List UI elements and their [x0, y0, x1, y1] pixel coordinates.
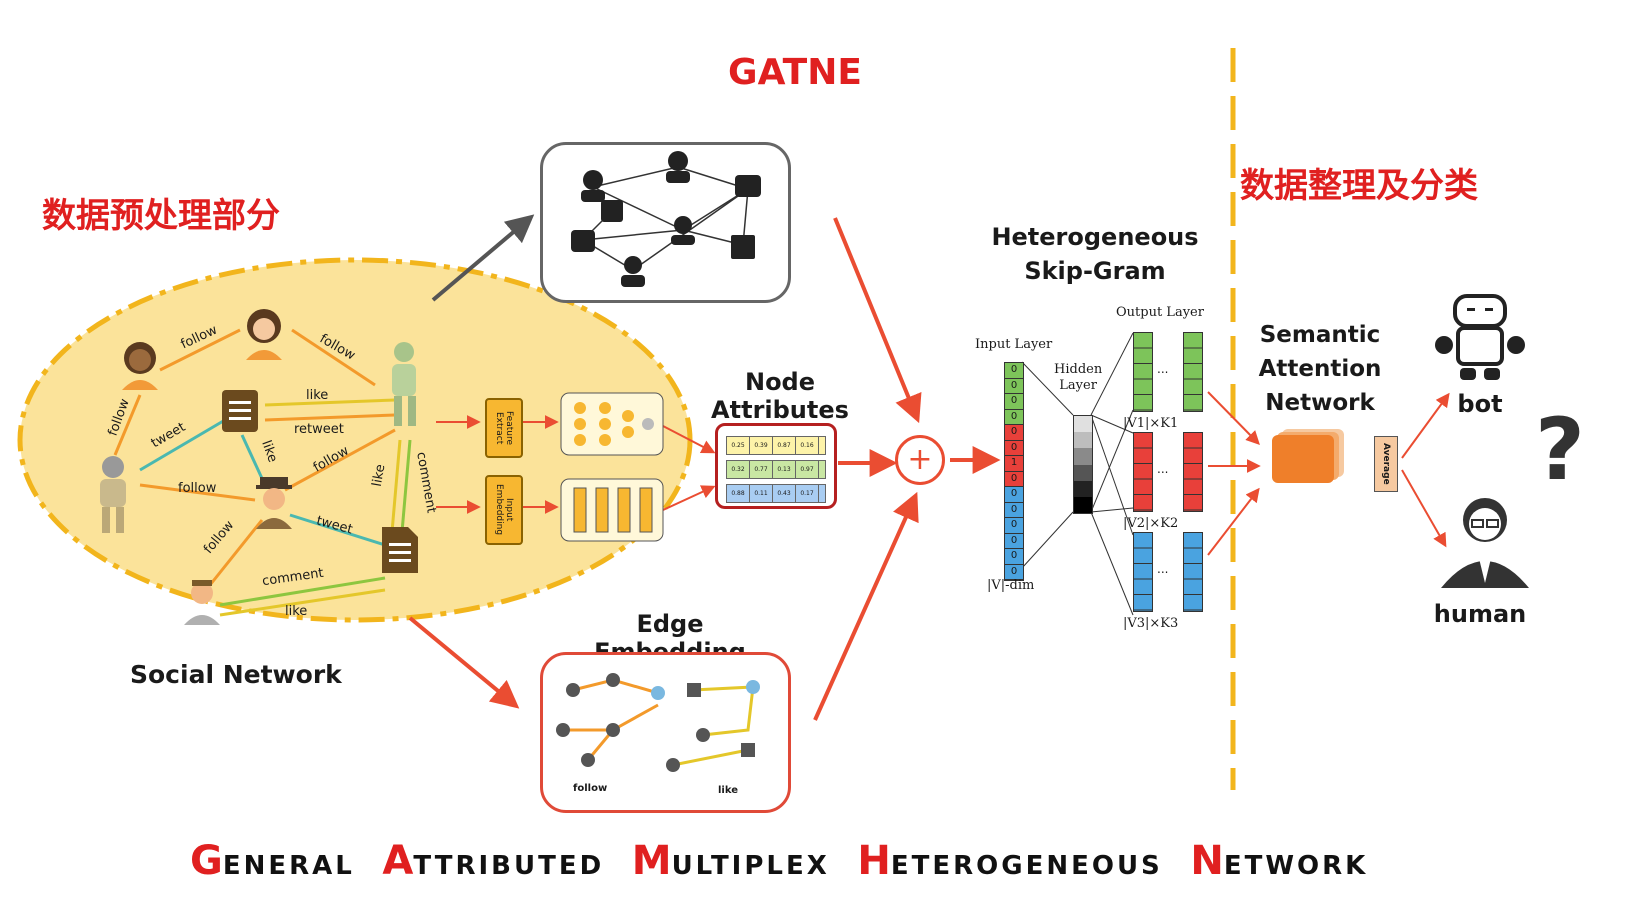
input-vector-cell: 0 — [1005, 409, 1023, 425]
legend-like: like — [718, 785, 739, 796]
human-icon — [1441, 498, 1529, 588]
output-vector — [1183, 332, 1203, 412]
skipgram-title: Heterogeneous Skip-Gram — [991, 223, 1199, 285]
input-vector-cell: 0 — [1005, 549, 1023, 565]
output-vector — [1133, 332, 1153, 412]
user-woman-icon — [246, 309, 282, 360]
document-icon — [222, 390, 258, 432]
user-man-icon — [184, 580, 220, 625]
input-vector-cell: 0 — [1005, 363, 1023, 379]
output-layer-label: Output Layer — [1116, 305, 1204, 320]
input-vector-cell: 0 — [1005, 440, 1023, 456]
document-icon-2 — [382, 527, 418, 573]
input-vector-cell: 0 — [1005, 487, 1023, 503]
input-vector-cell: 0 — [1005, 394, 1023, 410]
attention-stack — [1272, 429, 1344, 490]
user-female-icon — [122, 342, 158, 390]
output-vector — [1183, 532, 1203, 612]
man-hat-icon — [256, 477, 292, 529]
edge-label: follow — [178, 481, 217, 496]
bot-label: bot — [1457, 390, 1503, 418]
output-dim-label: |V3|×K3 — [1123, 616, 1179, 631]
output-vector — [1183, 432, 1203, 512]
node-attributes-label: Node Attributes — [711, 368, 849, 424]
transformer-thumbnail — [560, 478, 664, 542]
input-vector-cell: 0 — [1005, 518, 1023, 534]
combine-plus: + — [895, 435, 945, 485]
legend-follow: follow — [573, 783, 608, 794]
classification-heading: 数据整理及分类 — [1240, 166, 1478, 206]
edge-embedding-box: follow like — [540, 652, 791, 813]
footer-acronym: General Attributed Multiplex Heterogeneo… — [190, 838, 1369, 884]
unknown-mark: ? — [1535, 400, 1585, 500]
output-ellipsis: ... — [1157, 462, 1169, 476]
input-embedding-block: Input Embedding — [485, 475, 523, 545]
input-vector-cell: 1 — [1005, 456, 1023, 472]
input-vector-cell: 0 — [1005, 425, 1023, 441]
neural-net-thumbnail — [560, 392, 664, 456]
feature-extract-block: Feature Extract — [485, 398, 523, 458]
output-vector — [1133, 432, 1153, 512]
output-dim-label: |V1|×K1 — [1123, 416, 1179, 431]
edge-embedding-graph — [556, 673, 760, 772]
skipgram-connections — [1021, 332, 1134, 616]
multiplex-graph — [571, 151, 761, 287]
robot-figure-icon — [392, 342, 416, 426]
social-graph-edges — [113, 328, 412, 617]
input-vector-cell: 0 — [1005, 471, 1023, 487]
human-label: human — [1433, 600, 1527, 628]
output-ellipsis: ... — [1157, 362, 1169, 376]
android-robot-icon — [100, 456, 126, 533]
bot-icon — [1435, 294, 1525, 380]
social-network-label: Social Network — [130, 660, 342, 689]
output-ellipsis: ... — [1157, 562, 1169, 576]
input-vector-cell: 0 — [1005, 378, 1023, 394]
edge-label: like — [306, 388, 329, 403]
preprocessing-heading: 数据预处理部分 — [42, 196, 280, 236]
output-vector — [1133, 532, 1153, 612]
multiplex-graph-box — [540, 142, 791, 303]
vdim-label: |V|-dim — [987, 578, 1035, 593]
input-vector-cell: 0 — [1005, 564, 1023, 580]
hidden-vector — [1073, 415, 1093, 514]
diagram-title: GATNE — [728, 52, 862, 93]
input-vector-cell: 0 — [1005, 533, 1023, 549]
average-block: Average — [1374, 436, 1398, 492]
edge-label: like — [285, 604, 308, 619]
output-dim-label: |V2|×K2 — [1123, 516, 1179, 531]
input-layer-label: Input Layer — [975, 337, 1053, 352]
edge-label: retweet — [294, 422, 344, 437]
input-vector-cell: 0 — [1005, 502, 1023, 518]
